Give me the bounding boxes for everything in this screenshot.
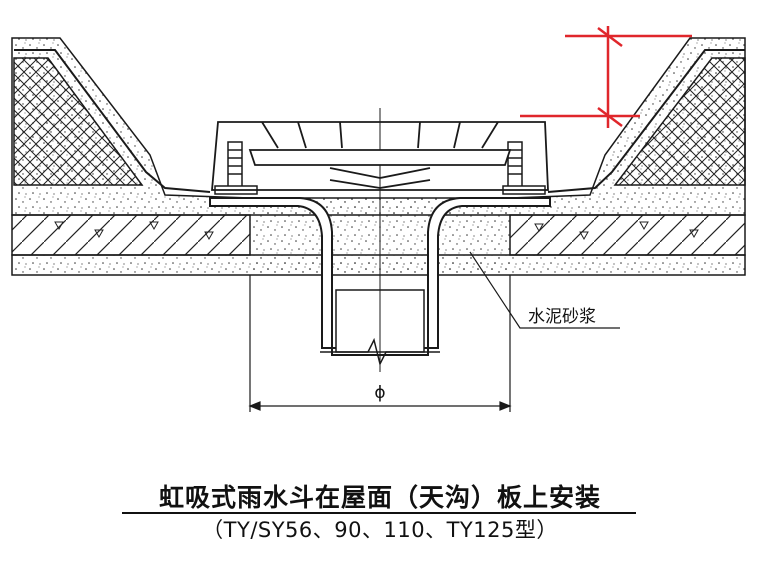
drain-body xyxy=(209,197,551,356)
slab-right xyxy=(509,214,746,256)
diameter-dimension xyxy=(248,275,512,412)
mortar-label: 水泥砂浆 xyxy=(528,307,596,327)
insulation-right xyxy=(613,57,746,186)
diameter-label: ϕ xyxy=(374,383,385,403)
membrane-left xyxy=(14,49,211,193)
slab-left xyxy=(11,214,251,256)
pipe-break-line xyxy=(320,337,440,367)
caption-subtitle: （TY/SY56、90、110、TY125型） xyxy=(202,518,558,542)
membrane-right xyxy=(547,49,745,193)
siphonic-drain-section-drawing: ϕ 水泥砂浆 xyxy=(11,26,746,412)
mortar-leader-line xyxy=(469,251,620,329)
red-height-annotation xyxy=(520,26,692,128)
caption-underline xyxy=(122,512,636,514)
dome-grate xyxy=(211,121,549,191)
slab-aggregate-marks xyxy=(54,221,699,241)
caption-title: 虹吸式雨水斗在屋面（天沟）板上安装 xyxy=(158,483,601,512)
insulation-left xyxy=(13,57,144,186)
